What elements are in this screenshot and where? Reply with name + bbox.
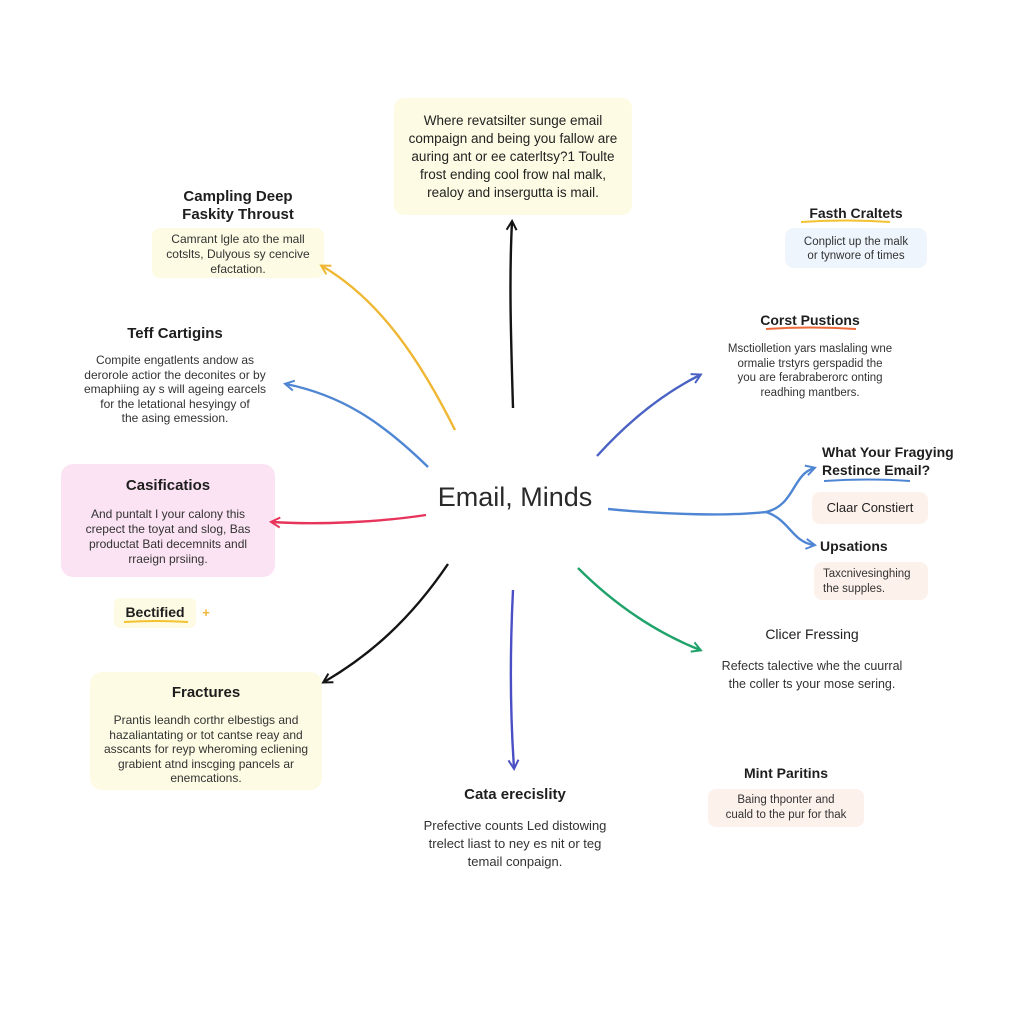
clear-node: Claar Constiert — [812, 500, 928, 515]
clicer-node-title: Clicer Fressing — [765, 626, 859, 642]
teff-body-line: emaphiing ay s will ageing earcels — [83, 382, 267, 396]
camping-body-line: Camrant lgle ato the mall — [171, 232, 305, 246]
clear-node-box — [812, 492, 928, 524]
what-title-line: What Your Fragying — [822, 444, 954, 460]
mint-body-line: cuald to the pur for thak — [725, 809, 847, 821]
teff-node: Teff Cartigins Compite engatlents andow … — [70, 325, 280, 426]
camping-node-title: Campling Deep Faskity Throust — [150, 188, 326, 224]
fractures-body-line: enemcations. — [170, 771, 242, 785]
bectified-node: Bectified — [114, 603, 196, 622]
what-title-underline — [823, 478, 911, 482]
mint-node-title: Mint Paritins — [743, 765, 828, 781]
fasth-body-line: Conplict up the malk — [803, 236, 909, 248]
corst-node-title: Corst Pustions — [760, 312, 860, 328]
teff-node-title: Teff Cartigins — [127, 325, 223, 342]
corst-body-line: readhing mantbers. — [760, 386, 860, 399]
top-node-line: frost ending cool frow nal malk, — [419, 167, 607, 182]
corst-body-line: ormalie trstyrs gerspadid the — [737, 357, 883, 370]
casi-body-line: crepect the toyat and slog, Bas — [85, 522, 251, 536]
top-node: Where revatsilter sunge email compaign a… — [394, 112, 632, 202]
mint-body-line: Baing thponter and — [737, 794, 835, 806]
fasth-body-line: or tynwore of times — [807, 250, 905, 262]
edge-center-to-camping — [322, 266, 457, 431]
camping-title-line: Faskity Throust — [182, 206, 294, 223]
edge-center-to-branch — [607, 507, 767, 516]
fractures-node-title: Fractures — [171, 684, 241, 701]
what-node: What Your Fragying Restince Email? — [822, 443, 982, 479]
upsations-node: Upsations Taxcnivesinghing the supples. — [820, 537, 930, 597]
teff-body-line: Compite engatlents andow as — [95, 353, 255, 367]
clicer-node: Clicer Fressing Refects talective whe th… — [702, 625, 922, 693]
edge-center-to-teff — [286, 384, 429, 468]
casi-node-title: Casificatios — [125, 477, 211, 494]
casi-body-line: productat Bati decemnits andl — [88, 537, 248, 551]
upsations-body-line: the supples. — [823, 583, 886, 595]
fractures-body-line: grabient atnd inscging pancels ar — [117, 756, 295, 771]
cata-body-line: Prefective counts Led distowing — [423, 818, 607, 833]
upsations-node-box — [814, 562, 928, 600]
corst-title-underline — [765, 326, 857, 330]
fractures-node: Fractures Prantis leandh corthr elbestig… — [90, 684, 322, 786]
cata-body-line: trelect liast to ney es nit or teg — [428, 836, 602, 851]
top-node-box — [394, 98, 632, 215]
corst-body-line: you are ferabraberorc onting — [737, 372, 883, 384]
teff-body-line: derorole actior the deconites or by — [84, 367, 266, 382]
cata-node: Cata erecislity Prefective counts Led di… — [410, 786, 620, 871]
fasth-node-title: Fasth Craltets — [809, 205, 903, 221]
what-node-title: What Your Fragying Restince Email? — [822, 443, 982, 479]
casi-node-box — [61, 464, 275, 577]
top-node-line: auring ant or ee caterltsy?1 Toulte — [411, 149, 615, 164]
bectified-node-title: Bectified — [125, 604, 185, 620]
top-node-line: Where revatsilter sunge email — [423, 113, 603, 128]
fasth-node-box — [785, 228, 927, 268]
fasth-title-underline — [800, 219, 891, 223]
cata-body-line: temail conpaign. — [467, 854, 563, 869]
upsations-node-title: Upsations — [820, 538, 888, 554]
edge-center-to-cata — [511, 589, 514, 768]
fractures-node-box — [90, 672, 322, 790]
edge-center-to-clicer — [577, 567, 700, 650]
camping-title-line: Campling Deep — [183, 188, 293, 205]
central-topic: Email, Minds — [437, 482, 593, 512]
mint-node-box — [708, 789, 864, 827]
edge-center-to-corst — [596, 375, 700, 457]
top-node-line: realoy and insergutta is mail. — [427, 185, 599, 200]
fasth-node: Fasth Craltets Conplict up the malk or t… — [785, 204, 927, 263]
fractures-body-line: asscants for reyp wheroming ecliening — [103, 742, 309, 756]
upsations-body-line: Taxcnivesinghing — [823, 568, 911, 580]
edge-center-to-casi — [272, 513, 427, 523]
fractures-body-line: hazaliantating or tot cantse reay and — [109, 727, 303, 742]
edge-branch-to-what — [765, 468, 814, 514]
camping-body-line: cotslts, Dulyous sy cencive — [166, 247, 310, 261]
casi-node: Casificatios And puntalt I your calony t… — [61, 477, 275, 567]
edge-center-to-fractures — [324, 563, 449, 682]
corst-body-line: Msctiolletion yars maslaling wne — [727, 343, 893, 355]
mint-node: Mint Paritins Baing thponter and cuald t… — [708, 764, 864, 823]
casi-body-line: And puntalt I your calony this — [90, 507, 246, 521]
camping-node: Campling Deep Faskity Throust Camrant lg… — [150, 188, 326, 277]
edge-center-to-top — [510, 222, 513, 409]
bectified-title-underline — [123, 620, 189, 623]
casi-body-line: rraeign prsiing. — [128, 552, 208, 566]
camping-node-box — [152, 228, 324, 278]
what-title-line: Restince Email? — [822, 462, 931, 478]
top-node-line: compaign and being you fallow are — [408, 131, 618, 146]
teff-body-line: the asing emession. — [121, 411, 229, 425]
clicer-body-line: Refects talective whe the cuurral — [721, 659, 903, 673]
fractures-body-line: Prantis leandh corthr elbestigs and — [113, 713, 299, 727]
cata-node-title: Cata erecislity — [464, 786, 566, 803]
bectified-plus-icon: + — [202, 605, 210, 620]
clicer-body-line: the coller ts your mose sering. — [728, 677, 896, 691]
camping-body-line: efactation. — [210, 262, 266, 276]
corst-node: Corst Pustions Msctiolletion yars maslal… — [712, 311, 908, 400]
clear-node-label: Claar Constiert — [826, 500, 914, 515]
teff-body-line: for the letational hesyingy of — [100, 396, 250, 411]
edge-branch-to-upsations — [765, 510, 814, 545]
